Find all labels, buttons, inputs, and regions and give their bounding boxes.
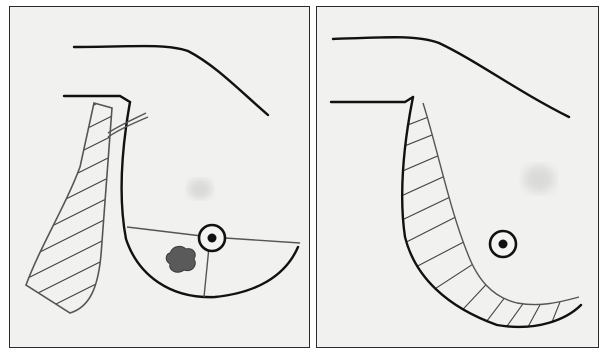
panel-left	[9, 6, 310, 348]
chest-wall-line	[331, 97, 413, 102]
breast-contour	[122, 102, 298, 297]
panel-right	[316, 6, 599, 348]
lesion	[166, 246, 195, 272]
nipple	[208, 234, 217, 243]
breast-diagram-right	[317, 7, 599, 348]
paper-smudge	[523, 165, 555, 193]
nipple	[499, 240, 508, 249]
breast-contour	[402, 97, 581, 327]
flap-outline	[26, 103, 112, 313]
paper-smudge	[188, 179, 212, 199]
reconstruction-inner-edge	[423, 103, 579, 305]
upper-arm-outline	[74, 46, 268, 115]
reconstruction-hatching	[377, 102, 562, 347]
chest-wall-line	[64, 96, 130, 102]
breast-diagram-left	[10, 7, 310, 348]
upper-arm-outline	[333, 37, 569, 117]
quadrant-line	[127, 227, 210, 237]
